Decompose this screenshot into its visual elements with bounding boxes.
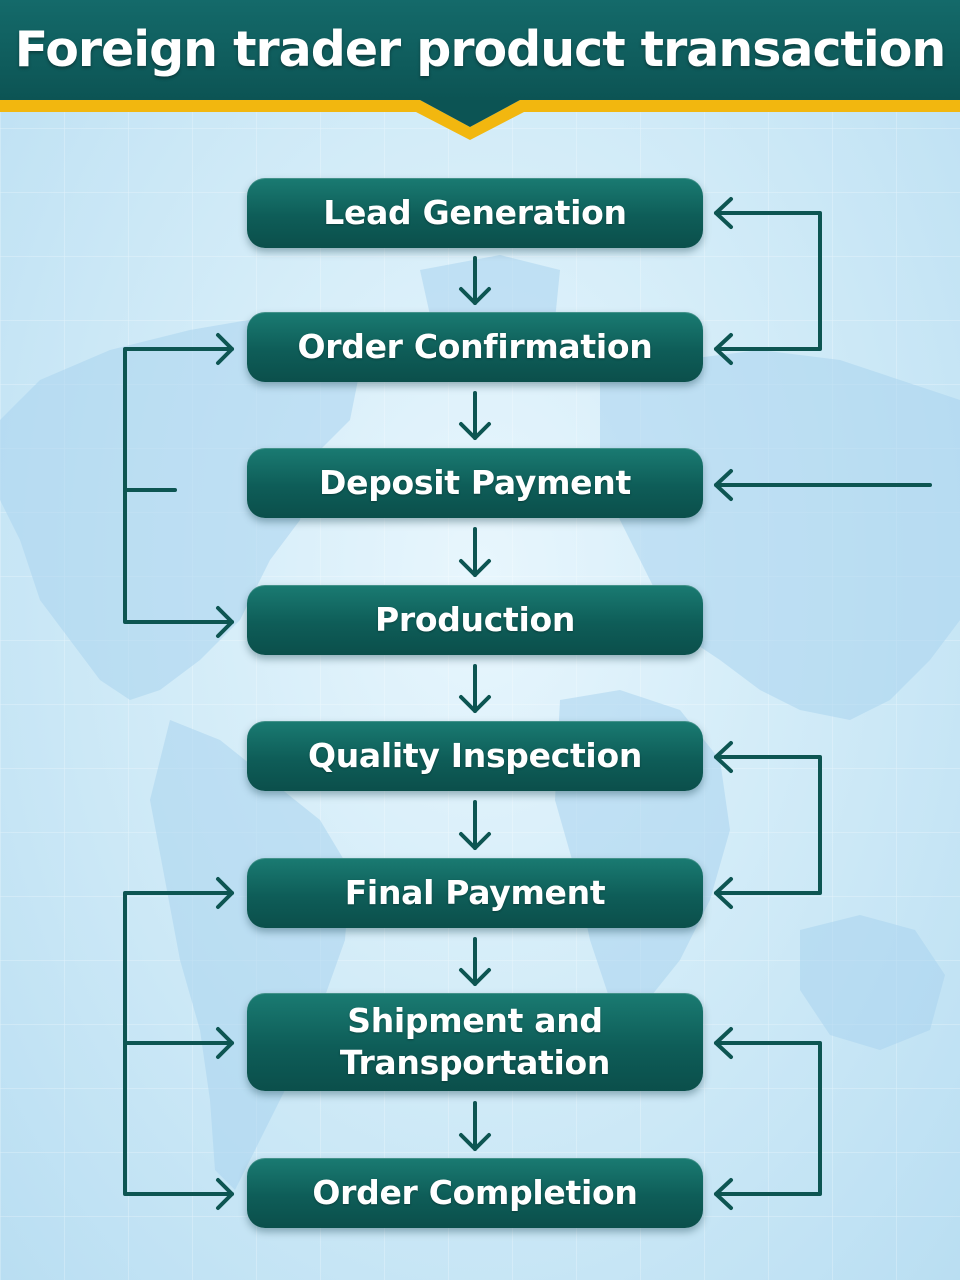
arrow-down-icon xyxy=(459,391,491,440)
step-lead-generation: Lead Generation xyxy=(247,178,703,248)
step-order-confirmation: Order Confirmation xyxy=(247,312,703,382)
right-loop-bottom xyxy=(714,1027,822,1210)
step-deposit-payment: Deposit Payment xyxy=(247,448,703,518)
header-banner: Foreign trader product transaction xyxy=(0,0,960,100)
step-final-payment: Final Payment xyxy=(247,858,703,928)
arrow-down-icon xyxy=(459,256,491,305)
deposit-incoming-arrow xyxy=(714,469,932,501)
down-arrows xyxy=(459,256,491,1151)
step-shipment-and-transportation: Shipment and Transportation xyxy=(247,993,703,1091)
right-loop-top xyxy=(714,197,822,365)
left-loop-bottom xyxy=(123,877,234,1210)
header-pointer-fill xyxy=(420,100,520,127)
step-production: Production xyxy=(247,585,703,655)
arrow-down-icon xyxy=(459,664,491,713)
right-loop-middle xyxy=(714,741,822,909)
step-quality-inspection: Quality Inspection xyxy=(247,721,703,791)
arrow-down-icon xyxy=(459,527,491,577)
page-title: Foreign trader product transaction xyxy=(14,21,947,78)
arrow-down-icon xyxy=(459,937,491,986)
arrow-down-icon xyxy=(459,800,491,850)
step-order-completion: Order Completion xyxy=(247,1158,703,1228)
left-loop-top xyxy=(123,333,234,638)
header-accent-pointer xyxy=(0,100,960,140)
arrow-down-icon xyxy=(459,1101,491,1151)
